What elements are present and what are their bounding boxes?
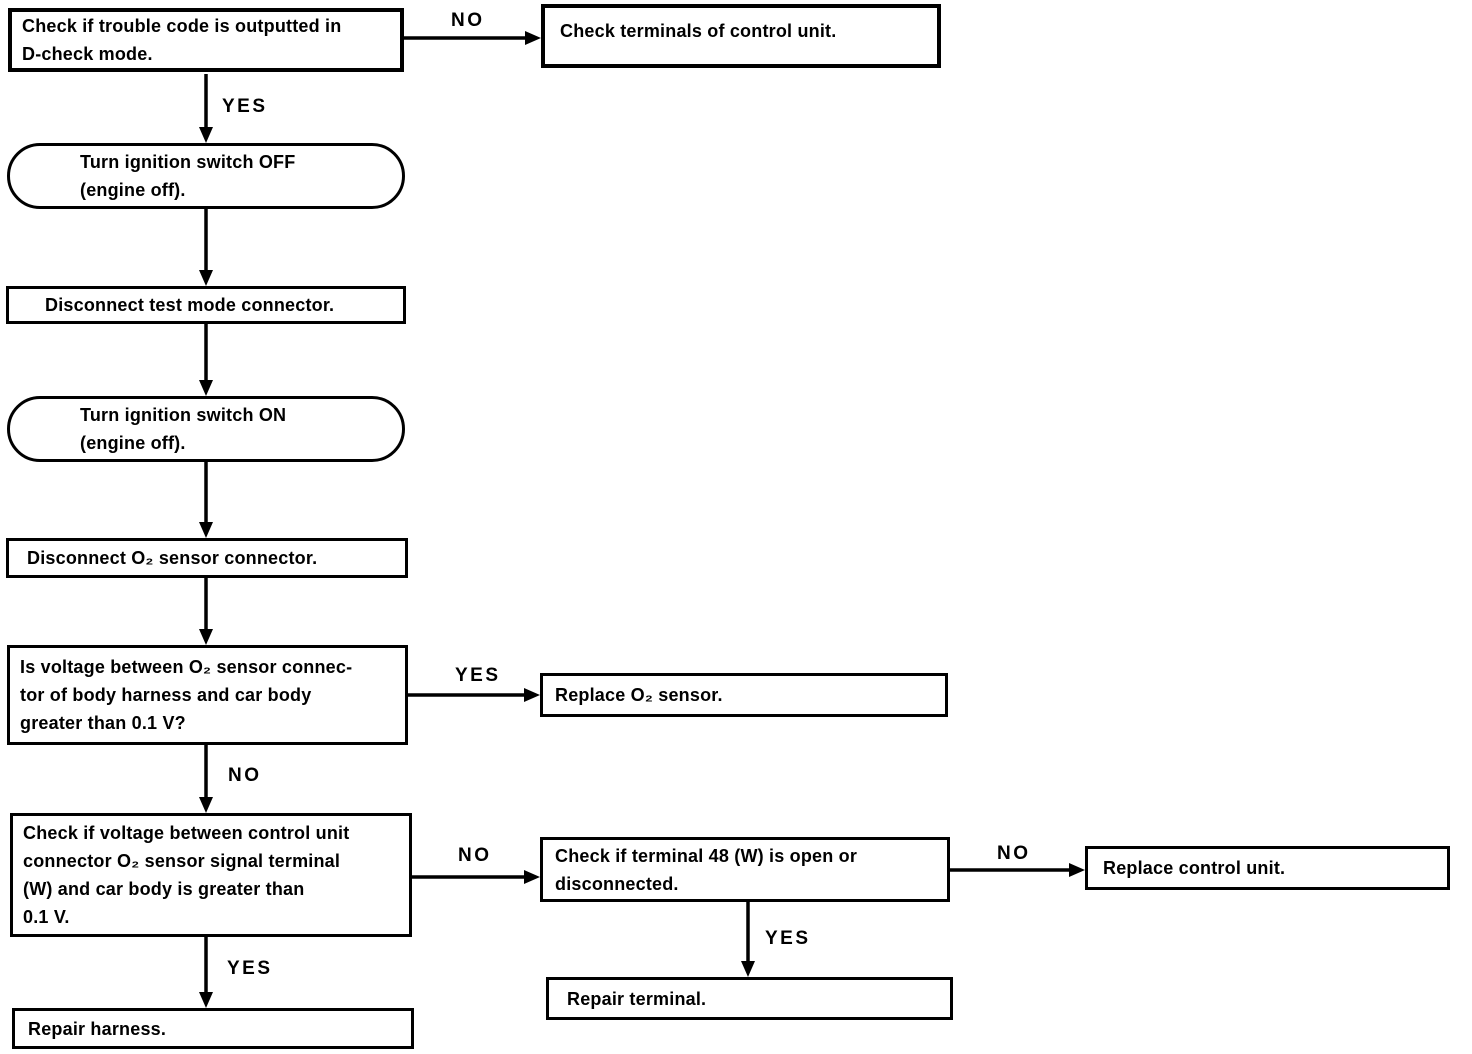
- edge-to-voltage-body-harness-arrowhead: [199, 629, 213, 645]
- node-ignition-off: Turn ignition switch OFF (engine off).: [7, 143, 405, 209]
- edge-yes-to-ignition-off-arrowhead: [199, 127, 213, 143]
- edge-yes-to-repair-harness-arrowhead: [199, 992, 213, 1008]
- edge-no-to-replace-control-unit-arrowhead: [1069, 863, 1085, 877]
- node-replace-control-unit: Replace control unit.: [1085, 846, 1450, 890]
- edge-label-yes-replace-o2: YES: [455, 665, 501, 686]
- edge-label-yes-ignition-off: YES: [222, 96, 268, 117]
- edge-no-to-check-terminals-arrowhead: [525, 31, 541, 45]
- node-check-terminals: Check terminals of control unit.: [541, 4, 941, 68]
- edge-to-disconnect-test-mode-arrowhead: [199, 270, 213, 286]
- edge-yes-to-replace-o2-arrowhead: [524, 688, 540, 702]
- node-voltage-control-unit: Check if voltage between control unit co…: [10, 813, 412, 937]
- node-ignition-on: Turn ignition switch ON (engine off).: [7, 396, 405, 462]
- node-repair-harness: Repair harness.: [12, 1008, 414, 1049]
- node-check-trouble-code: Check if trouble code is outputted in D-…: [8, 8, 404, 72]
- node-replace-o2-sensor: Replace O₂ sensor.: [540, 673, 948, 717]
- edge-yes-to-repair-terminal-arrowhead: [741, 961, 755, 977]
- edge-label-yes-repair-terminal: YES: [765, 928, 811, 949]
- edge-to-disconnect-o2-arrowhead: [199, 522, 213, 538]
- edge-label-no-voltage-control-unit: NO: [228, 765, 262, 786]
- edge-to-ignition-on-arrowhead: [199, 380, 213, 396]
- node-disconnect-o2-sensor: Disconnect O₂ sensor connector.: [6, 538, 408, 578]
- node-voltage-body-harness: Is voltage between O₂ sensor connec- tor…: [7, 645, 408, 745]
- node-repair-terminal: Repair terminal.: [546, 977, 953, 1020]
- edge-no-to-check-terminal-48-arrowhead: [524, 870, 540, 884]
- edge-label-no-replace-control-unit: NO: [997, 843, 1031, 864]
- edge-label-no-check-terminals: NO: [451, 10, 485, 31]
- edge-no-to-voltage-control-unit-arrowhead: [199, 797, 213, 813]
- node-disconnect-test-mode: Disconnect test mode connector.: [6, 286, 406, 324]
- edge-label-yes-repair-harness: YES: [227, 958, 273, 979]
- edge-label-no-check-terminal-48: NO: [458, 845, 492, 866]
- node-check-terminal-48: Check if terminal 48 (W) is open or disc…: [540, 837, 950, 902]
